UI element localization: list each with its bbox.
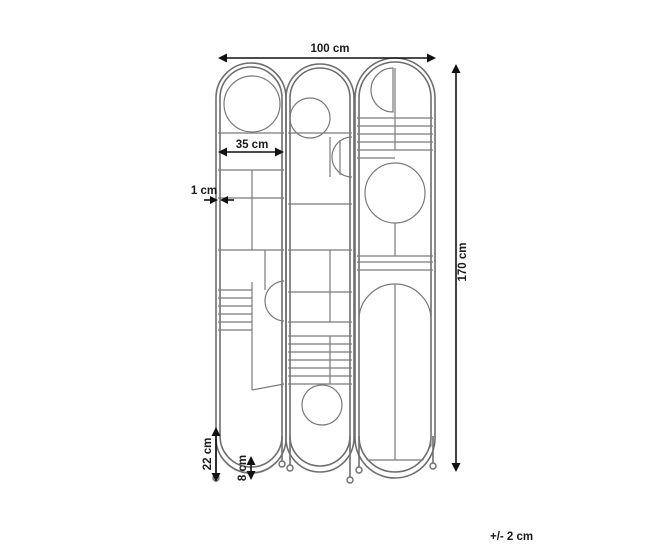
tolerance-note: +/- 2 cm [490, 531, 533, 543]
foot-height-outer-label: 22 cm [202, 438, 214, 471]
foot-height-inner-label: 8 cm [237, 455, 249, 481]
height-label: 170 cm [457, 242, 469, 281]
total-width-dimension: 100 cm [218, 43, 436, 63]
panel-middle [285, 63, 355, 484]
height-dimension: 170 cm [451, 64, 469, 472]
panel-width-dimension: 35 cm [218, 139, 284, 157]
panel-left [212, 62, 287, 482]
foot-height-inner-dimension: 8 cm [237, 455, 256, 481]
frame-thickness-label: 1 cm [191, 185, 217, 197]
panel-width-label: 35 cm [236, 139, 269, 151]
total-width-label: 100 cm [310, 43, 349, 55]
frame-thickness-dimension: 1 cm [191, 185, 234, 204]
foot-height-outer-dimension: 22 cm [202, 427, 221, 482]
panel-right [354, 57, 437, 479]
